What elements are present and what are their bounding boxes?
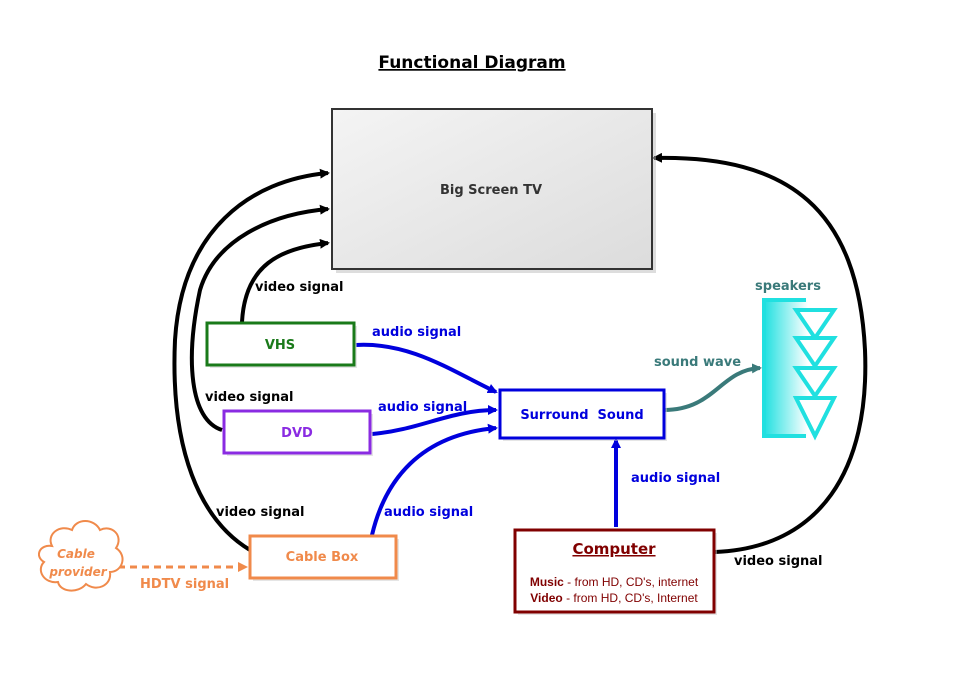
speakers-node: speakers <box>755 279 838 441</box>
sound-wave-connector <box>663 363 762 412</box>
cable-provider-label-line2: provider <box>48 565 107 579</box>
computer-video-connector <box>652 152 868 554</box>
computer-music-label: Music <box>530 575 564 589</box>
cable-video-connector <box>172 168 330 552</box>
tv-node: Big Screen TV <box>331 108 656 273</box>
sound-wave-label: sound wave <box>654 355 741 370</box>
vhs-node: VHS <box>205 321 357 368</box>
surround-sound-node: Surround Sound <box>498 388 667 441</box>
computer-video-label: Video <box>530 591 562 605</box>
vhs-video-label: video signal <box>255 280 344 295</box>
vhs-audio-label: audio signal <box>372 325 461 340</box>
dvd-label: DVD <box>281 426 313 441</box>
vhs-video-connector <box>240 238 330 323</box>
vhs-label: VHS <box>265 338 295 353</box>
surround-sound-label: Surround Sound <box>520 408 643 423</box>
speakers-label: speakers <box>755 279 821 294</box>
cable-video-label: video signal <box>216 505 305 520</box>
cable-box-label: Cable Box <box>286 550 359 565</box>
computer-title: Computer <box>572 540 656 558</box>
computer-music-text: - from HD, CD's, internet <box>564 575 699 589</box>
computer-node: Computer Music - from HD, CD's, internet… <box>513 528 717 615</box>
computer-video-line: Video - from HD, CD's, Internet <box>530 591 698 605</box>
cable-provider-cloud: Cable provider <box>37 520 124 592</box>
dvd-audio-label: audio signal <box>378 400 467 415</box>
dvd-video-label: video signal <box>205 390 294 405</box>
dvd-video-connector <box>189 204 330 432</box>
computer-audio-label: audio signal <box>631 471 720 486</box>
cable-audio-label: audio signal <box>384 505 473 520</box>
cable-provider-label-line1: Cable <box>57 547 95 561</box>
page-title: Functional Diagram <box>378 53 565 73</box>
computer-video-label: video signal <box>734 554 823 569</box>
computer-video-text: - from HD, CD's, Internet <box>563 591 699 605</box>
hdtv-label: HDTV signal <box>140 577 229 592</box>
speaker-cone-icon <box>792 308 838 441</box>
dvd-node: DVD <box>222 409 373 456</box>
dvd-audio-connector <box>371 405 498 436</box>
cable-box-node: Cable Box <box>248 534 399 581</box>
vhs-audio-connector <box>355 342 498 394</box>
computer-music-line: Music - from HD, CD's, internet <box>530 575 699 589</box>
tv-label: Big Screen TV <box>440 183 542 198</box>
cable-audio-connector <box>370 423 498 536</box>
